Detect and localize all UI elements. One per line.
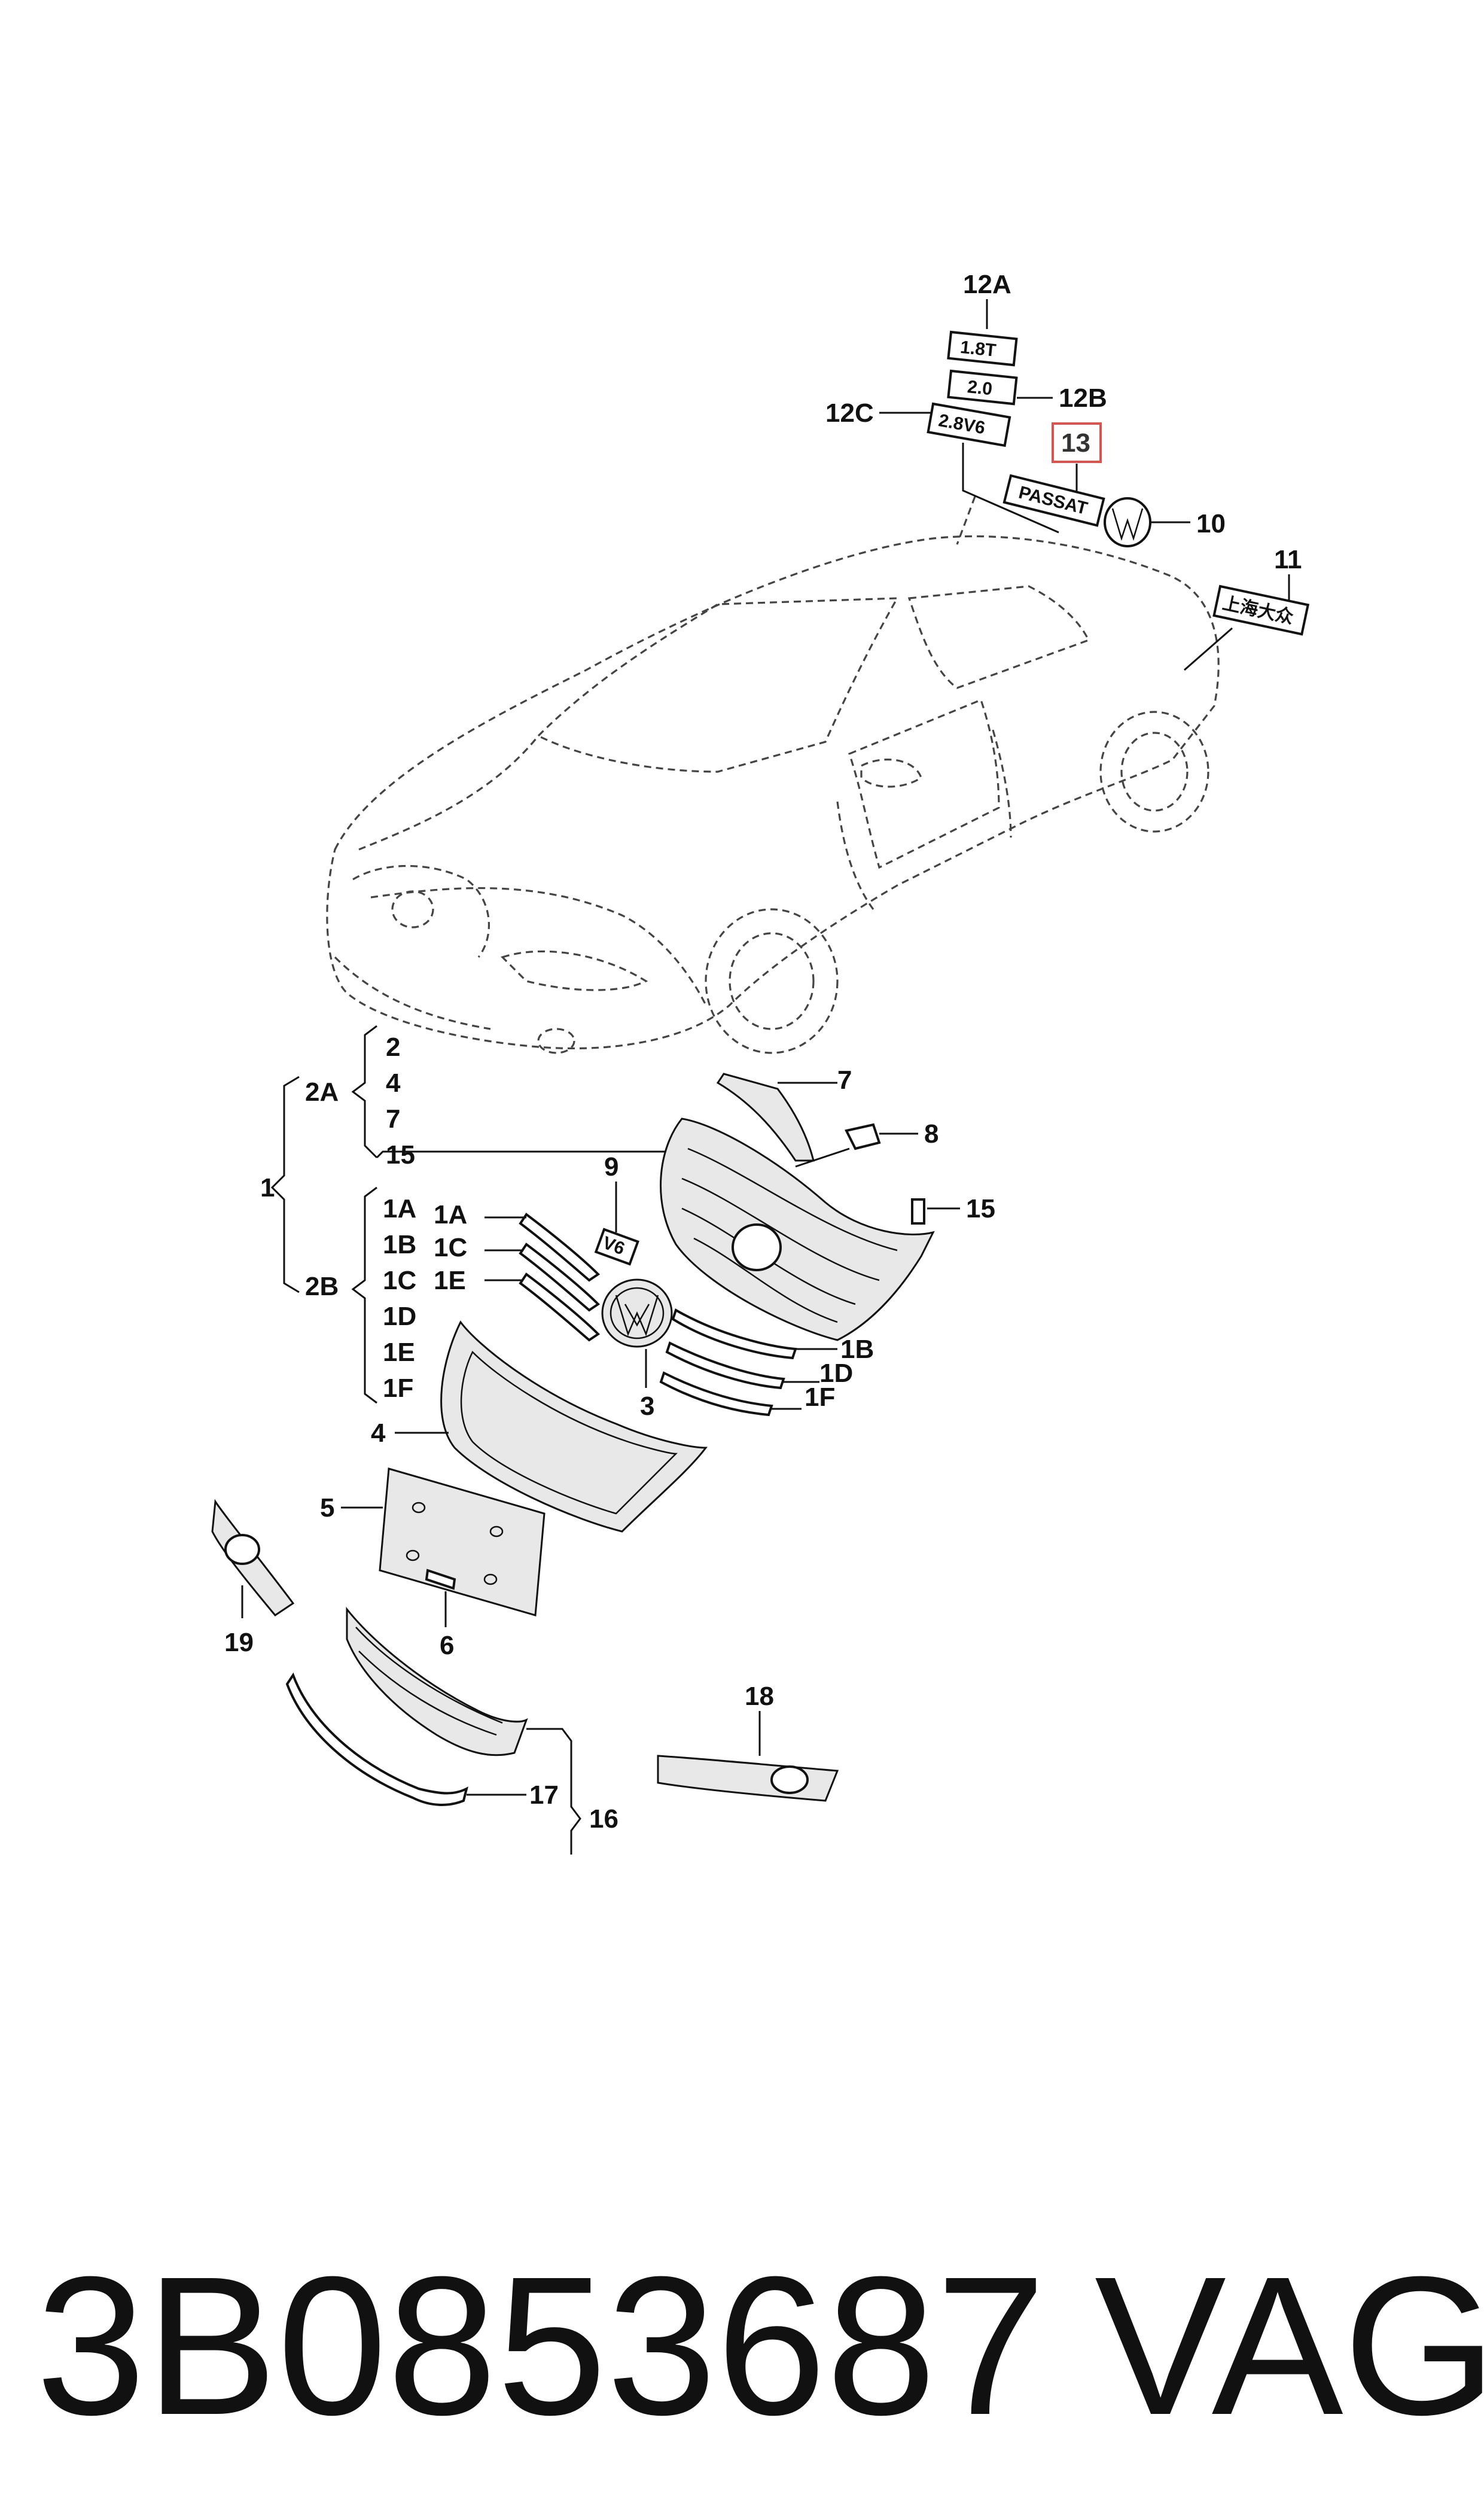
grille-assembly: 7 8 15 9 V6 1A 1C 1E 1B 1D (211, 1065, 995, 1855)
callout-13-highlight (1052, 422, 1102, 463)
brand-name: VAG (1095, 2235, 1484, 2456)
callout-5: 5 (320, 1493, 334, 1523)
vw-emblem-front (601, 1278, 673, 1348)
callout-1e-strip: 1E (434, 1266, 466, 1295)
badge-2-0: 2.0 (947, 369, 1018, 406)
callout-4: 4 (386, 1068, 401, 1098)
callout-1: 1 (260, 1173, 275, 1202)
callout-2a: 2A (305, 1077, 339, 1107)
callout-17: 17 (529, 1780, 559, 1810)
badge-v6: V6 (594, 1228, 639, 1266)
badge-passat: PASSAT (1002, 474, 1105, 527)
callout-13: 13 (1061, 428, 1090, 458)
svg-text:2.0: 2.0 (967, 377, 994, 399)
callout-8: 8 (924, 1119, 938, 1149)
callout-1f: 1F (383, 1374, 413, 1403)
callout-12a: 12A (963, 270, 1011, 299)
part-number: 3B0853687 (36, 2235, 1046, 2456)
callout-2: 2 (386, 1033, 400, 1062)
callout-12c: 12C (825, 398, 874, 428)
callout-1d-strip: 1D (819, 1359, 853, 1388)
callout-1d: 1D (383, 1302, 416, 1331)
callout-1b: 1B (383, 1230, 416, 1259)
callout-1a-strip: 1A (434, 1200, 467, 1229)
callout-4-frame: 4 (371, 1418, 386, 1448)
callout-19: 19 (224, 1628, 254, 1657)
callout-1f-strip: 1F (805, 1383, 835, 1412)
callout-6: 6 (440, 1631, 454, 1660)
vw-emblem-rear (1104, 497, 1151, 547)
callout-16: 16 (589, 1804, 618, 1834)
callout-1e: 1E (383, 1338, 415, 1367)
callout-10: 10 (1196, 509, 1226, 538)
callout-18: 18 (745, 1682, 774, 1711)
callout-11: 11 (1274, 545, 1302, 574)
callout-12b: 12B (1059, 383, 1107, 413)
badge-1-8t: 1.8T (947, 330, 1018, 367)
badge-chinese: 上海大众 (1212, 584, 1310, 636)
callout-3: 3 (640, 1392, 654, 1421)
callout-1b-strip: 1B (840, 1335, 874, 1364)
callout-1c: 1C (383, 1266, 416, 1295)
callout-15-list: 15 (386, 1140, 415, 1170)
assembly-legend: 2 4 7 15 2A 1 2B 1A 1B 1C 1D 1E 1F (260, 1025, 670, 1404)
callout-1c-strip: 1C (434, 1233, 467, 1262)
callout-9: 9 (604, 1152, 618, 1182)
callout-15: 15 (966, 1194, 995, 1223)
badge-2-8v6: 2.8V6 (927, 402, 1011, 447)
callout-7: 7 (837, 1065, 852, 1095)
callout-2b: 2B (305, 1272, 339, 1301)
callout-7-list: 7 (386, 1104, 400, 1134)
badge-group-top: 12A 1.8T 2.0 12B 12C 2.8V6 13 PASSAT (825, 270, 1310, 671)
svg-text:1.8T: 1.8T (959, 337, 997, 361)
callout-1a: 1A (383, 1194, 416, 1223)
car-outline (326, 496, 1220, 1054)
